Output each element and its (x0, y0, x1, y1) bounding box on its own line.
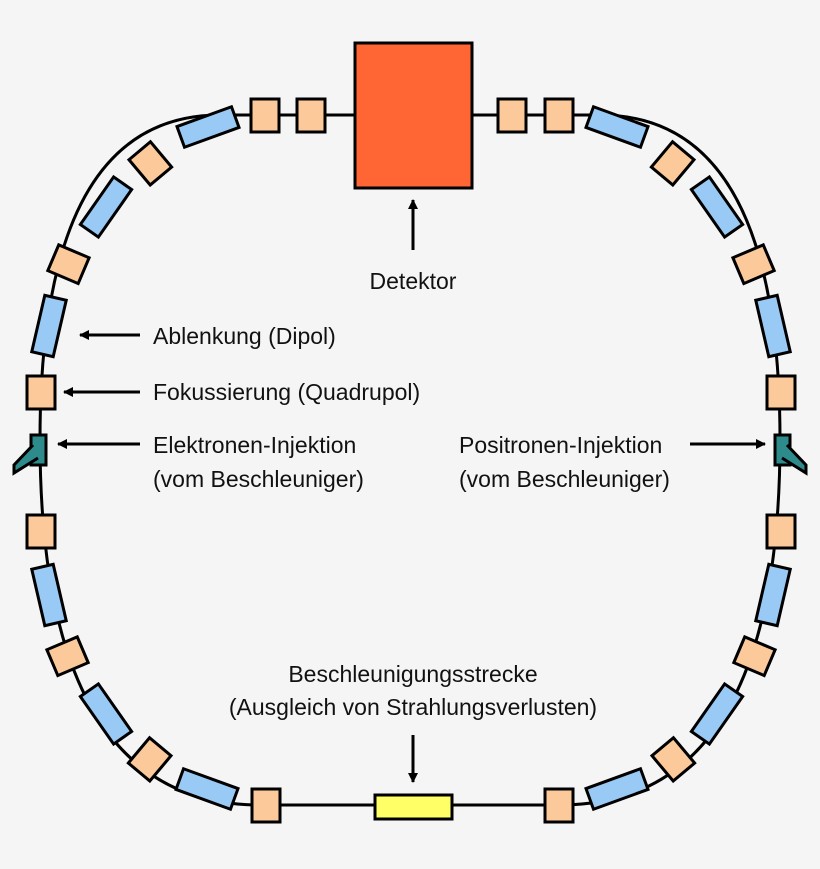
quadrupole-magnet (249, 97, 281, 134)
dipole-magnet (29, 293, 69, 359)
positron-injection-label-line2: (vom Beschleuniger) (459, 466, 670, 492)
quadrupole-magnet (250, 787, 282, 824)
accelerating-section (373, 793, 454, 821)
quadrupole-magnet (25, 513, 57, 550)
quadrupole-magnet (25, 374, 57, 411)
injection-line-electron (12, 443, 39, 476)
dipole-magnet (753, 293, 793, 359)
dipole-magnet (689, 681, 745, 747)
electron-injection-label-line1: Elektronen-Injektion (153, 432, 356, 458)
detector-label: Detektor (370, 268, 457, 294)
quadrupole-magnet (649, 139, 697, 188)
quadrupole-magnet (765, 374, 797, 411)
dipole-magnet (175, 104, 241, 150)
quadrupole-magnet (543, 97, 575, 134)
quadrupole-magnet (126, 139, 174, 188)
quadrupole-magnet (496, 97, 528, 134)
quadrupole-magnet (731, 634, 778, 678)
dipole-magnet (78, 681, 134, 747)
quadrupole-magnet (295, 97, 327, 134)
quadrupole-magnet (765, 513, 797, 550)
dipole-label: Ablenkung (Dipol) (153, 323, 336, 349)
electron-injection-label-line2: (vom Beschleuniger) (153, 466, 364, 492)
dipole-magnet (753, 562, 793, 628)
quadrupole-label: Fokussierung (Quadrupol) (153, 379, 420, 405)
dipole-magnet (584, 104, 650, 150)
positron-injection-label-line1: Positronen-Injektion (459, 432, 662, 458)
quadrupole-magnet (730, 242, 777, 286)
quadrupole-magnet (44, 634, 91, 678)
dipole-magnet (584, 766, 650, 812)
injection-line-positron (781, 443, 808, 476)
dipole-magnet (174, 766, 240, 812)
accelerator-label-line1: Beschleunigungsstrecke (288, 661, 537, 687)
dipole-magnet (689, 174, 745, 240)
magnets (12, 97, 808, 824)
quadrupole-magnet (543, 787, 575, 824)
arrows (57, 199, 766, 783)
quadrupole-magnet (45, 242, 92, 286)
quadrupole-magnet (649, 735, 697, 784)
detector-box (353, 41, 474, 190)
dipole-magnet (78, 174, 134, 240)
quadrupole-magnet (126, 735, 174, 784)
dipole-magnet (29, 562, 69, 628)
accelerator-label-line2: (Ausgleich von Strahlungsverlusten) (229, 694, 597, 720)
